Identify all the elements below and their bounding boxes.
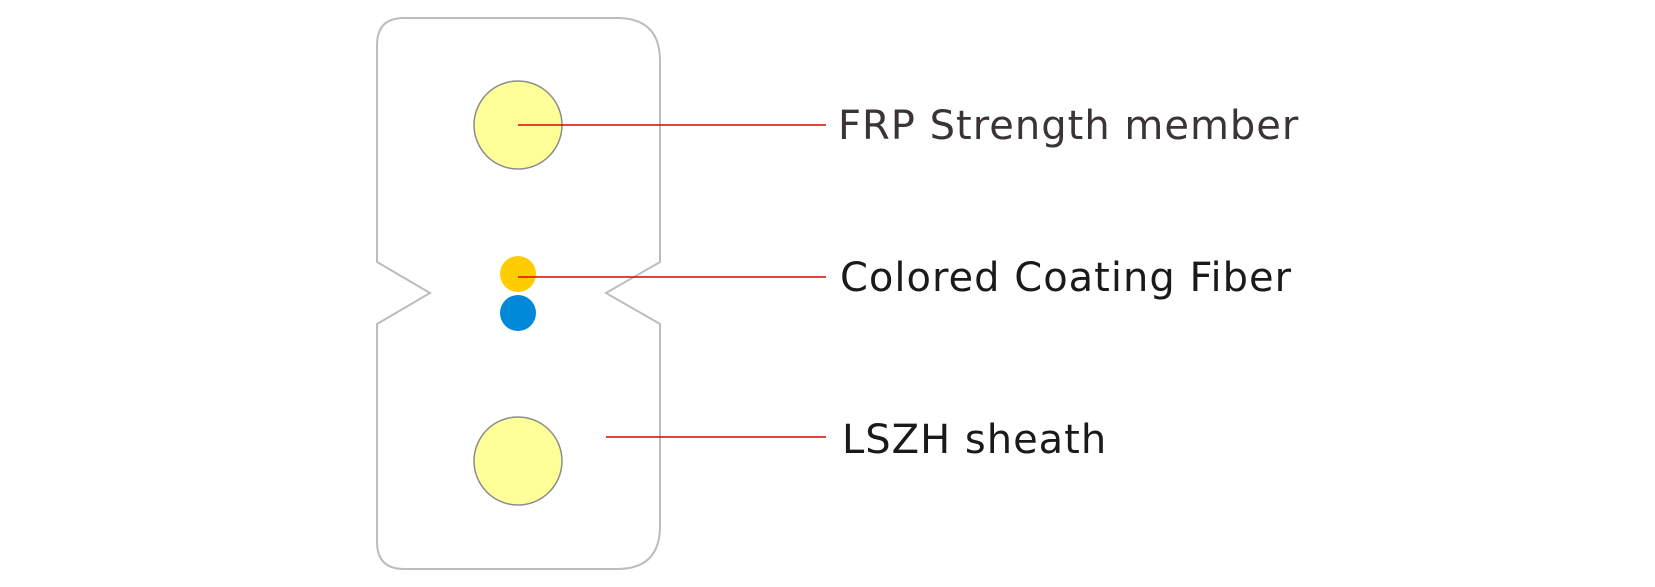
- label-lszh-sheath: LSZH sheath: [842, 417, 1108, 463]
- fiber-blue: [500, 295, 536, 331]
- fiber-yellow: [500, 256, 536, 292]
- frp-strength-member-bottom: [473, 416, 563, 506]
- label-frp-strength-member: FRP Strength member: [838, 103, 1300, 149]
- cable-sheath-outline: [376, 17, 661, 570]
- label-colored-coating-fiber: Colored Coating Fiber: [840, 255, 1293, 301]
